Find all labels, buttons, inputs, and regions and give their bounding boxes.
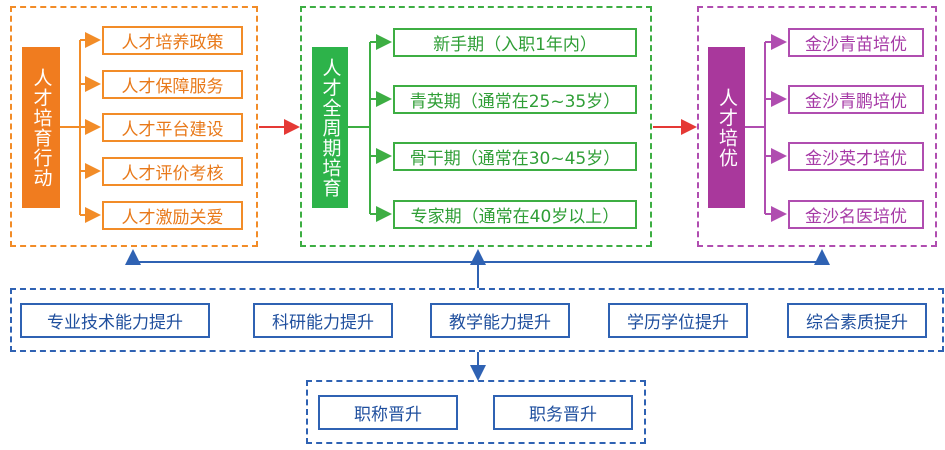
stage3-item: 金沙名医培优 bbox=[788, 200, 924, 229]
ability-item: 教学能力提升 bbox=[430, 303, 570, 338]
stage2-item: 新手期（入职1年内） bbox=[393, 28, 637, 57]
promotion-item: 职务晋升 bbox=[493, 395, 633, 430]
stage1-branches bbox=[60, 32, 101, 223]
ability-item: 综合素质提升 bbox=[787, 303, 927, 338]
stage3-title: 人才培优 bbox=[708, 47, 745, 208]
stage3-branches bbox=[745, 34, 787, 222]
feedback-arrows bbox=[125, 249, 830, 381]
stage1-item: 人才培养政策 bbox=[102, 26, 243, 55]
stage2-title: 人才全周期培育 bbox=[312, 47, 348, 208]
stage3-item: 金沙英才培优 bbox=[788, 142, 924, 171]
stage2-item: 骨干期（通常在30~45岁） bbox=[393, 142, 637, 171]
stage3-item: 金沙青鹏培优 bbox=[788, 85, 924, 114]
promotion-item: 职称晋升 bbox=[318, 395, 458, 430]
stage3-panel bbox=[697, 6, 937, 247]
stage1-item: 人才保障服务 bbox=[102, 70, 243, 99]
ability-item: 学历学位提升 bbox=[608, 303, 748, 338]
ability-item: 专业技术能力提升 bbox=[20, 303, 210, 338]
stage2-item: 青英期（通常在25~35岁） bbox=[393, 85, 637, 114]
stage1-panel bbox=[10, 6, 258, 247]
stage3-item: 金沙青苗培优 bbox=[788, 28, 924, 57]
stage1-title: 人才培育行动 bbox=[22, 47, 60, 208]
promotion-panel bbox=[306, 380, 646, 444]
stage2-item: 专家期（通常在40岁以上） bbox=[393, 200, 637, 229]
ability-item: 科研能力提升 bbox=[253, 303, 393, 338]
abilities-panel bbox=[10, 288, 944, 352]
stage1-item: 人才激励关爱 bbox=[102, 201, 243, 230]
stage2-branches bbox=[348, 34, 392, 222]
stage1-item: 人才平台建设 bbox=[102, 113, 243, 142]
stage2-panel bbox=[300, 6, 652, 247]
stage1-item: 人才评价考核 bbox=[102, 157, 243, 186]
